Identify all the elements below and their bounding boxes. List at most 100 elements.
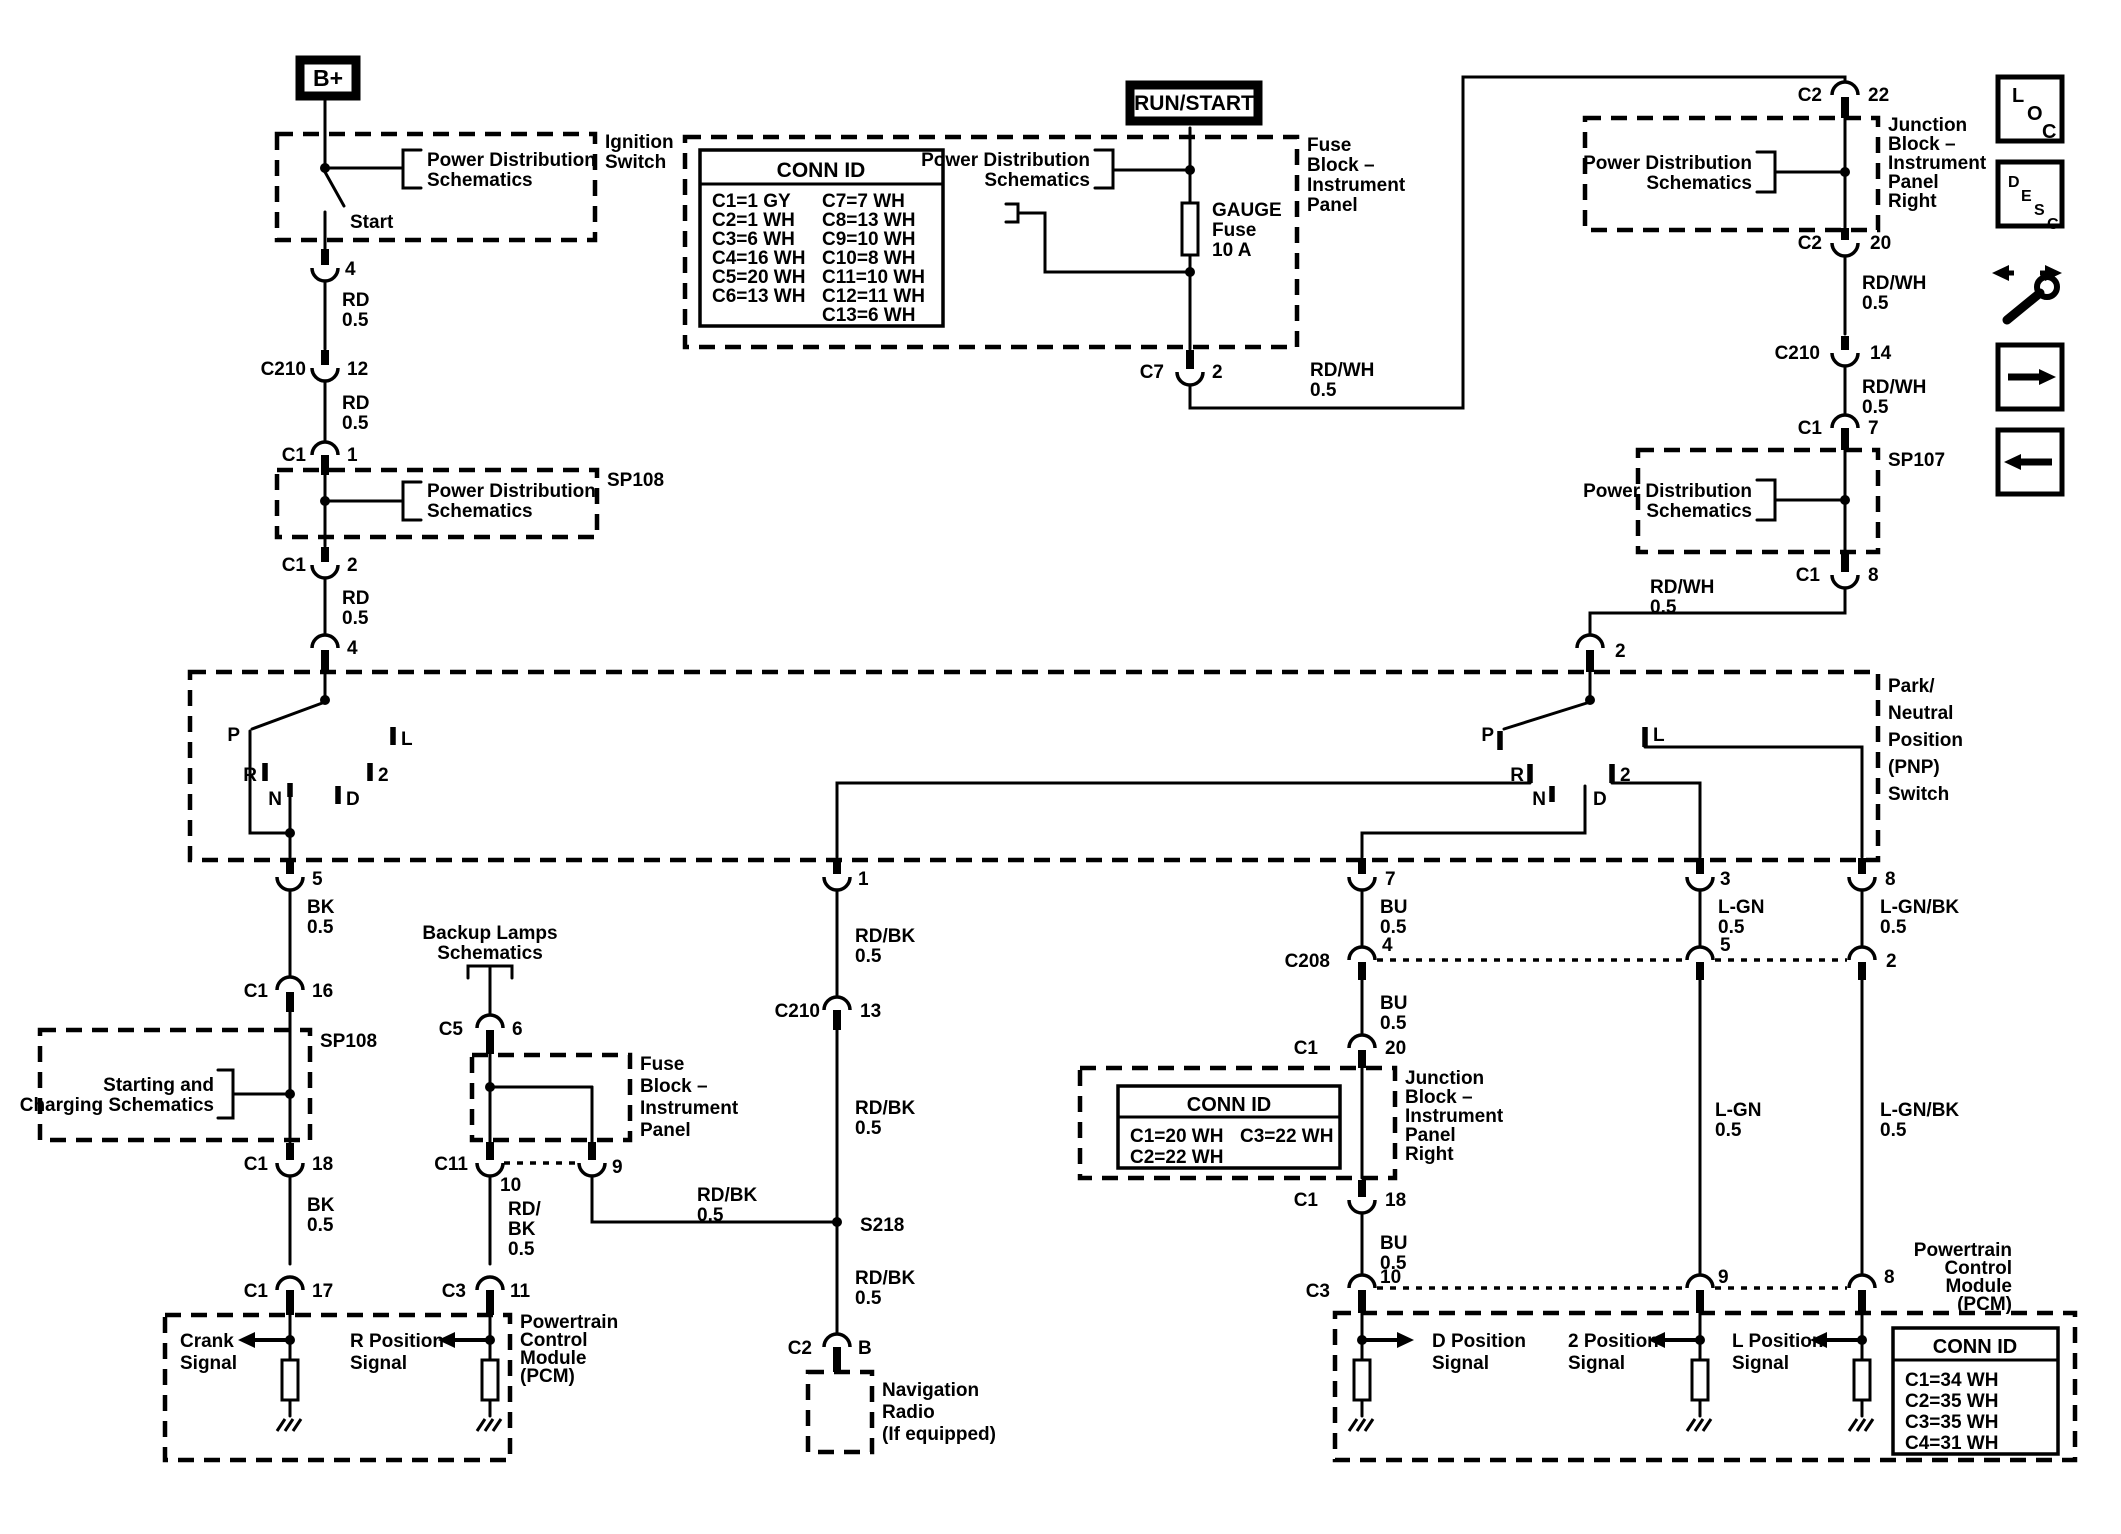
forward-arrow-button[interactable]	[1995, 342, 2065, 412]
ground-symbol	[1847, 1418, 1875, 1432]
ground-hatch	[1863, 1418, 1875, 1432]
text-label: Power Distribution	[1583, 481, 1752, 502]
text-label: Crank	[180, 1331, 234, 1352]
text-label: C1	[1796, 565, 1821, 586]
text-label: Backup Lamps	[422, 923, 557, 944]
loc-button[interactable]	[1995, 74, 2065, 144]
text-label: C3=22 WH	[1240, 1126, 1333, 1147]
desc-button[interactable]	[1995, 159, 2065, 229]
connector-arc	[822, 995, 852, 1011]
text-label: C8=13 WH	[822, 210, 915, 231]
text-label: Schematics	[427, 501, 533, 522]
resistor	[480, 1358, 500, 1402]
text-label: C7=7 WH	[822, 191, 905, 212]
text-label: L-GN	[1715, 1100, 1761, 1121]
text-label: Starting and	[103, 1075, 214, 1096]
text-label: CONN ID	[1933, 1336, 2017, 1358]
ground-symbol	[1685, 1418, 1713, 1432]
text-label: 5	[1720, 935, 1731, 956]
text-label: BK	[307, 1195, 335, 1216]
text-label: C1	[282, 445, 307, 466]
text-label: 0.5	[1880, 1120, 1907, 1141]
text-label: 9	[1718, 1267, 1729, 1288]
junction-dot	[1840, 495, 1850, 505]
pnp-switch-box	[187, 669, 1881, 863]
text-label: C1	[1294, 1038, 1319, 1059]
connector-arc	[822, 1332, 852, 1348]
junction-dot	[285, 1089, 295, 1099]
text-label: 0.5	[1650, 597, 1677, 618]
signal-arrow	[1648, 1332, 1700, 1348]
connector-arc	[1347, 1033, 1377, 1049]
connector-arc	[822, 876, 852, 892]
text-label: Power Distribution	[427, 150, 596, 171]
connector-arc	[1347, 1273, 1377, 1289]
text-label: D	[346, 789, 360, 810]
pcm-box-right	[1332, 1310, 2078, 1463]
connector-arc	[1685, 1273, 1715, 1289]
text-label: P	[227, 725, 240, 746]
wire	[216, 1068, 235, 1120]
text-label: N	[1532, 789, 1546, 810]
text-label: 7	[1385, 869, 1396, 890]
text-label: Power Distribution	[921, 150, 1090, 171]
text-label: C1	[244, 1281, 269, 1302]
text-label: Switch	[605, 152, 666, 173]
text-label: L-GN/BK	[1880, 1100, 1959, 1121]
wire	[401, 148, 423, 190]
text-label: SP107	[1888, 450, 1945, 471]
text-label: L	[1653, 725, 1665, 746]
text-label: C4=16 WH	[712, 248, 805, 269]
text-label: RD/BK	[855, 1098, 915, 1119]
text-label: Instrument	[1405, 1106, 1504, 1127]
text-label: Block –	[1888, 134, 1956, 155]
text-label: C1=34 WH	[1905, 1370, 1998, 1391]
junction-block-ip-right-box	[1582, 115, 1881, 233]
junction-dot	[1840, 167, 1850, 177]
text-label: Control	[520, 1330, 588, 1351]
connector-arc	[1347, 1199, 1377, 1215]
arrow-head	[1397, 1332, 1414, 1348]
text-label: C1=1 GY	[712, 191, 791, 212]
conn-id-table-frame-junction	[1116, 1084, 1342, 1170]
connector-arc	[1830, 352, 1860, 368]
text-label: 3	[1720, 869, 1731, 890]
run-start-terminal-frame	[1125, 80, 1263, 126]
arrow-head	[238, 1332, 255, 1348]
text-label: C1	[1294, 1190, 1319, 1211]
text-label: Panel	[1888, 172, 1939, 193]
text-label: Instrument	[640, 1098, 739, 1119]
text-label: BK	[508, 1219, 536, 1240]
connector-arc	[1175, 371, 1205, 387]
text-label: E	[2021, 188, 2032, 205]
text-label: RD	[342, 393, 369, 414]
text-label: (PCM)	[520, 1366, 575, 1387]
text-label: C13=6 WH	[822, 305, 915, 326]
text-label: 17	[312, 1281, 333, 1302]
connector-arc	[1830, 413, 1860, 429]
text-label: C4=31 WH	[1905, 1433, 1998, 1454]
text-label: D	[2008, 174, 2020, 191]
text-label: 2	[1212, 362, 1223, 383]
text-label: RD/BK	[855, 926, 915, 947]
text-label: RD/BK	[697, 1185, 757, 1206]
text-label: C3=35 WH	[1905, 1412, 1998, 1433]
back-arrow-button[interactable]	[1995, 427, 2065, 497]
text-label: 16	[312, 981, 333, 1002]
wire	[590, 1174, 839, 1224]
text-label: 2 Position	[1568, 1331, 1659, 1352]
text-label: C3	[1306, 1281, 1330, 1302]
text-label: L	[401, 729, 413, 750]
wire	[401, 480, 423, 522]
signal-arrow	[1810, 1332, 1862, 1348]
text-label: 18	[1385, 1190, 1406, 1211]
connector-arc	[1685, 945, 1715, 961]
connector-arc	[1847, 876, 1877, 892]
signal-arrow	[2004, 454, 2052, 470]
resistor	[1852, 1358, 1872, 1402]
text-label: RD/	[508, 1199, 541, 1220]
text-label: C12=11 WH	[822, 286, 925, 307]
ground-hatch	[475, 1418, 487, 1432]
text-label: Fuse	[640, 1054, 684, 1075]
